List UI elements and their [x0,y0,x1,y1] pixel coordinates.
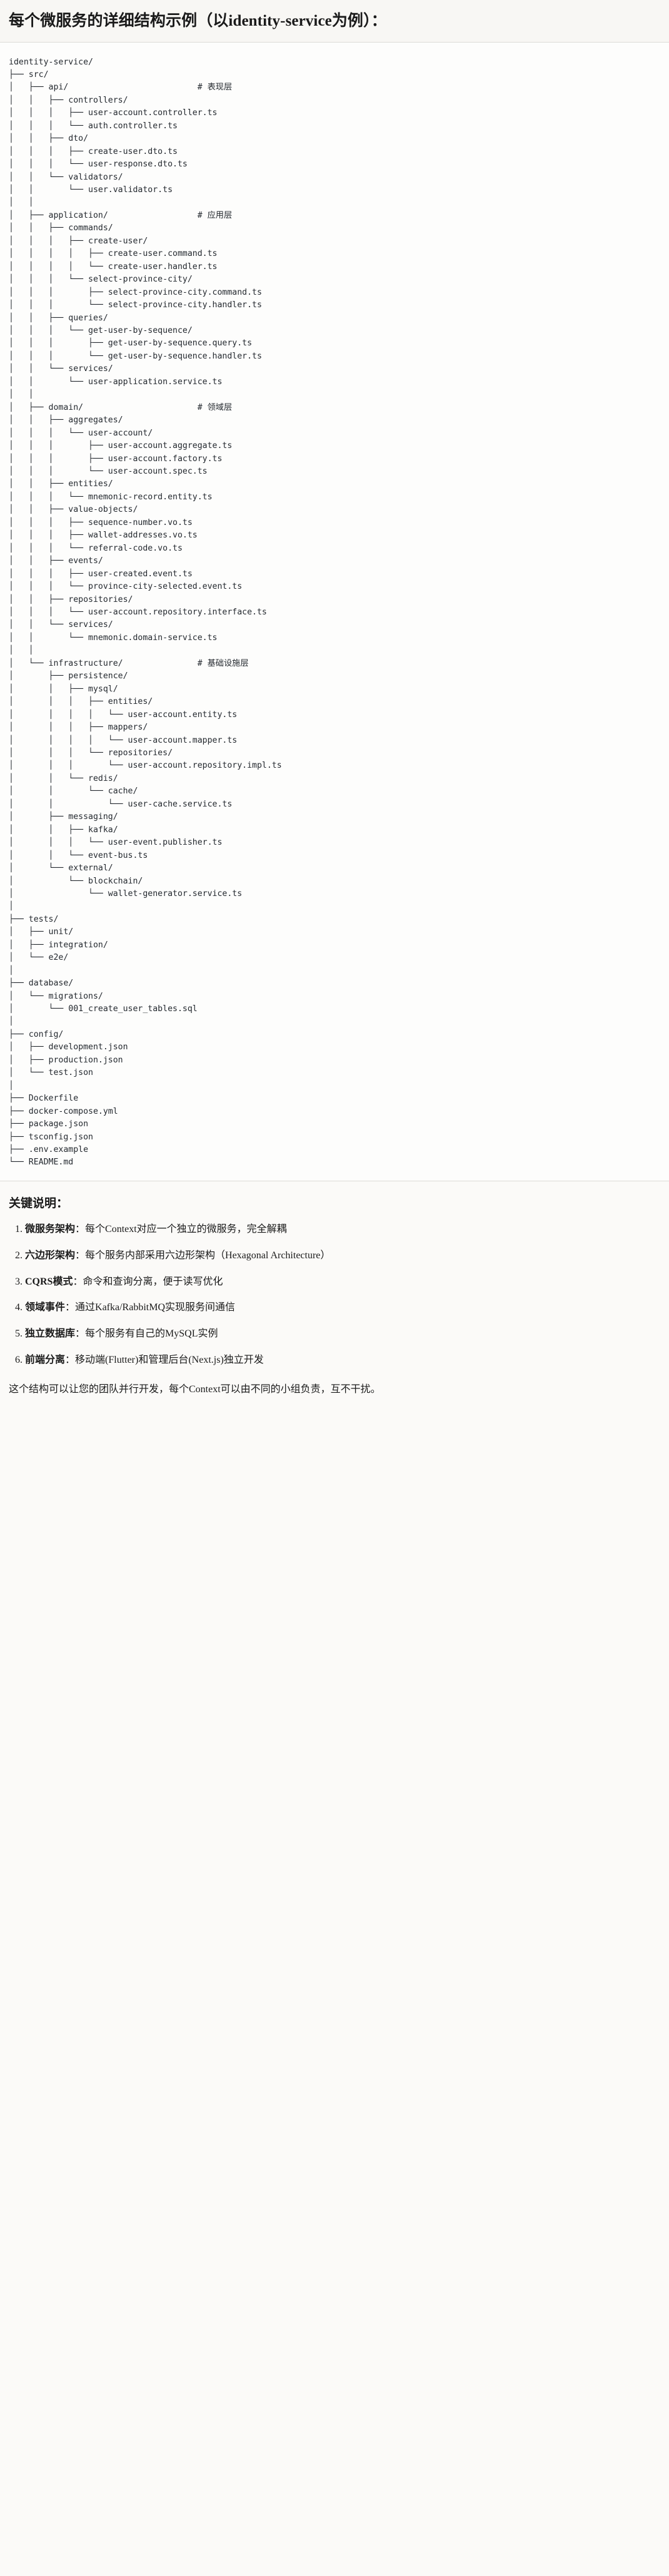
key-point-term: 微服务架构 [25,1223,76,1235]
key-point-desc: ：移动端(Flutter)和管理后台(Next.js)独立开发 [65,1354,264,1365]
list-item: 六边形架构：每个服务内部采用六边形架构（Hexagonal Architectu… [25,1248,660,1264]
key-points-heading: 关键说明： [9,1196,69,1210]
closing-paragraph: 这个结构可以让您的团队并行开发，每个Context可以由不同的小组负责，互不干扰… [9,1383,381,1395]
key-point-desc: ：每个Context对应一个独立的微服务，完全解耦 [75,1223,287,1235]
list-item: 微服务架构：每个Context对应一个独立的微服务，完全解耦 [25,1222,660,1238]
page-header: 每个微服务的详细结构示例（以identity-service为例）： [0,0,669,43]
key-point-term: 六边形架构 [25,1250,76,1261]
list-item: 领域事件：通过Kafka/RabbitMQ实现服务间通信 [25,1300,660,1316]
list-item: 独立数据库：每个服务有自己的MySQL实例 [25,1326,660,1342]
list-item: 前端分离：移动端(Flutter)和管理后台(Next.js)独立开发 [25,1353,660,1368]
key-point-term: 独立数据库 [25,1328,76,1340]
key-point-term: 领域事件 [25,1302,66,1313]
key-point-term: 前端分离 [25,1354,66,1365]
page-title: 每个微服务的详细结构示例（以identity-service为例）： [9,13,387,29]
directory-tree-block: identity-service/ ├── src/ │ ├── api/ # … [0,42,669,1181]
key-point-desc: ：每个服务有自己的MySQL实例 [75,1328,218,1340]
page-root: 每个微服务的详细结构示例（以identity-service为例）： ident… [0,0,669,1414]
key-point-desc: ：每个服务内部采用六边形架构（Hexagonal Architecture） [75,1250,331,1261]
key-point-term: CQRS模式 [25,1276,73,1287]
key-points-section: 关键说明： 微服务架构：每个Context对应一个独立的微服务，完全解耦 六边形… [0,1181,669,1414]
key-point-desc: ：命令和查询分离，便于读写优化 [73,1276,223,1287]
key-points-list: 微服务架构：每个Context对应一个独立的微服务，完全解耦 六边形架构：每个服… [9,1222,660,1368]
directory-tree: identity-service/ ├── src/ │ ├── api/ # … [9,57,282,1168]
list-item: CQRS模式：命令和查询分离，便于读写优化 [25,1275,660,1290]
key-point-desc: ：通过Kafka/RabbitMQ实现服务间通信 [65,1302,235,1313]
